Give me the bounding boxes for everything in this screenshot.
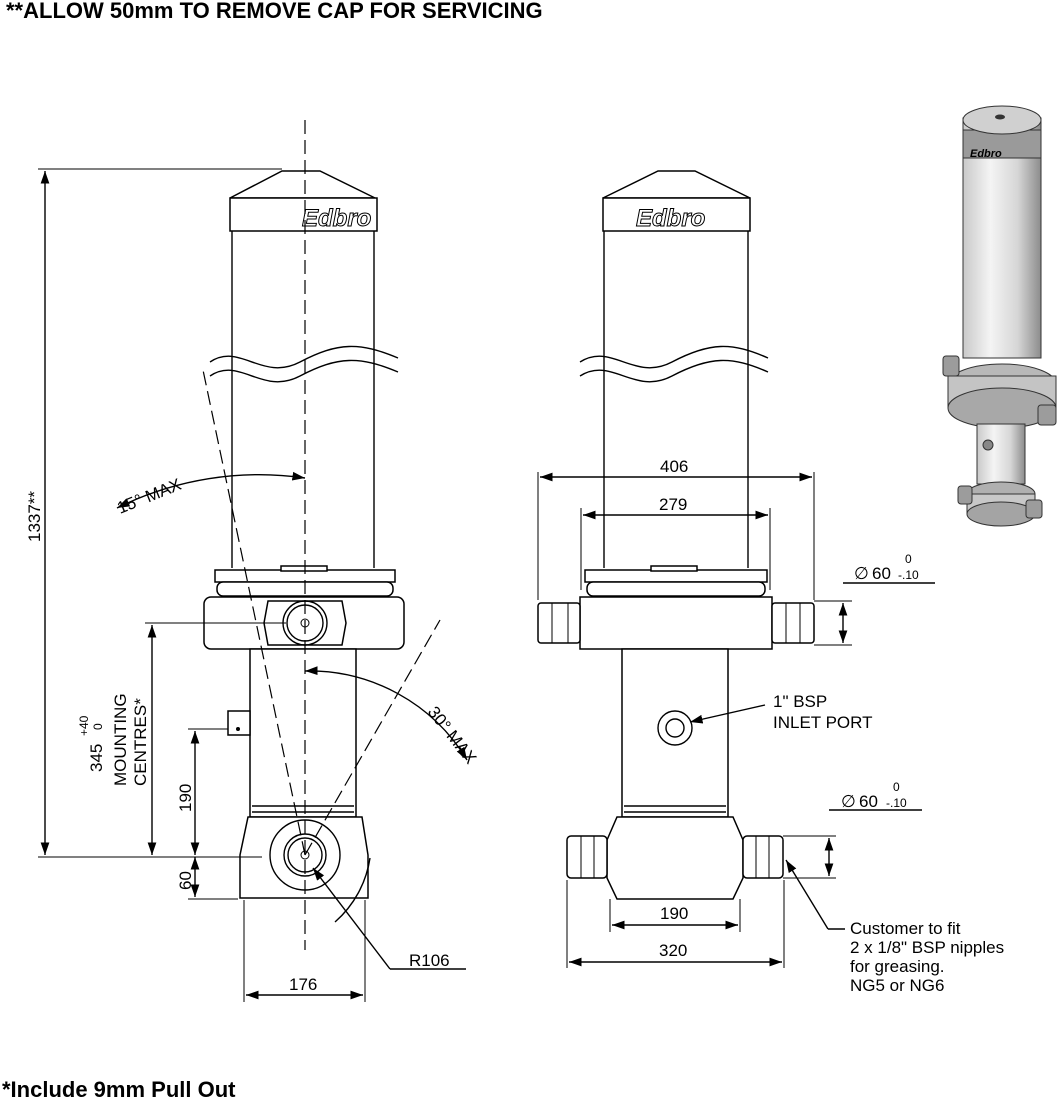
side-cap <box>229 170 376 199</box>
mounting-tol-upper: +40 <box>77 715 91 736</box>
front-dim-190: 190 <box>660 904 688 923</box>
front-view: Edbro 406 <box>537 170 1004 995</box>
cylinder-3d-render: Edbro <box>942 105 1057 527</box>
front-base <box>606 816 744 900</box>
front-trunnion-bar <box>579 596 773 650</box>
mounting-line2: CENTRES* <box>131 698 150 786</box>
front-brand-label: Edbro <box>636 205 705 232</box>
width-406-label: 406 <box>660 457 688 476</box>
side-dim-190: 190 <box>176 784 195 812</box>
svg-text:∅: ∅ <box>841 792 856 811</box>
side-brand-label: Edbro <box>302 205 371 232</box>
dia-top-value: 60 <box>872 564 891 583</box>
side-dim-176: 176 <box>289 975 317 994</box>
customer-note-line1: Customer to fit <box>850 919 961 938</box>
overall-height-label: 1337** <box>25 491 44 542</box>
tilt-angle-label: 15° MAX <box>114 475 183 518</box>
radius-label: R106 <box>409 951 450 970</box>
side-base <box>239 816 369 899</box>
inlet-line1: 1" BSP <box>773 692 827 711</box>
side-view: Edbro 15° MAX <box>25 120 480 1002</box>
servicing-note: **ALLOW 50mm TO REMOVE CAP FOR SERVICING <box>6 0 543 23</box>
dia-bottom-value: 60 <box>859 792 878 811</box>
customer-note-line2: 2 x 1/8" BSP nipples <box>850 938 1004 957</box>
dia-bottom-tol-lower: -.10 <box>886 796 907 810</box>
customer-note-line4: NG5 or NG6 <box>850 976 944 995</box>
dia-top-tol-upper: 0 <box>905 552 912 566</box>
svg-text:Edbro: Edbro <box>970 148 1002 160</box>
mounting-tol-lower: 0 <box>91 723 105 730</box>
mounting-value-label: 345 <box>87 744 106 772</box>
front-cap-band <box>602 197 751 232</box>
dia-top-tol-lower: -.10 <box>898 568 919 582</box>
swing-angle-label: 30° MAX <box>424 703 480 768</box>
front-cap <box>602 170 751 199</box>
dia-bottom-tol-upper: 0 <box>893 780 900 794</box>
side-cap-band <box>229 197 378 232</box>
width-279-label: 279 <box>659 495 687 514</box>
diameter-icon: ∅ <box>854 564 869 583</box>
inlet-port <box>657 710 693 746</box>
mounting-line1: MOUNTING <box>111 693 130 786</box>
customer-note-line3: for greasing. <box>850 957 945 976</box>
pull-out-note: *Include 9mm Pull Out <box>2 1077 236 1102</box>
side-dim-60: 60 <box>176 871 195 890</box>
front-dim-320: 320 <box>659 941 687 960</box>
inlet-line2: INLET PORT <box>773 713 873 732</box>
